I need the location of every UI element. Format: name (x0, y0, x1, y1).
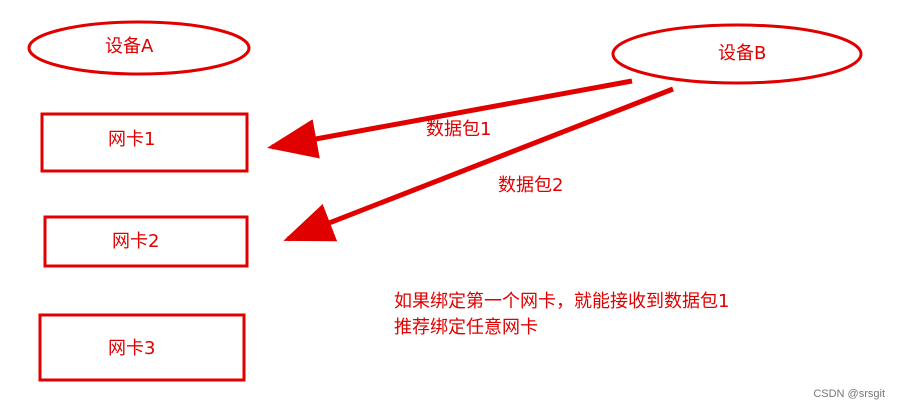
nic-2-label: 网卡2 (112, 231, 160, 252)
device-b-ellipse (611, 23, 863, 85)
packet-2-arrow (283, 86, 674, 242)
device-a-ellipse (27, 20, 251, 76)
nic-1-box (40, 112, 249, 173)
note-text: 如果绑定第一个网卡，就能接收到数据包1 推荐绑定任意网卡 (394, 289, 729, 341)
nic-1-label: 网卡1 (108, 129, 156, 150)
device-b-label: 设备B (718, 43, 767, 64)
note-line-1: 如果绑定第一个网卡，就能接收到数据包1 (394, 291, 730, 312)
packet-1-arrow (267, 78, 633, 159)
nic-3-box (38, 313, 246, 382)
device-a-label: 设备A (105, 36, 154, 57)
note-line-2: 推荐绑定任意网卡 (394, 317, 538, 338)
watermark: CSDN @srsgit (813, 388, 885, 400)
packet-1-label: 数据包1 (426, 119, 492, 140)
nic-3-label: 网卡3 (108, 338, 156, 359)
nic-2-box (43, 215, 249, 268)
packet-2-label: 数据包2 (498, 175, 564, 196)
